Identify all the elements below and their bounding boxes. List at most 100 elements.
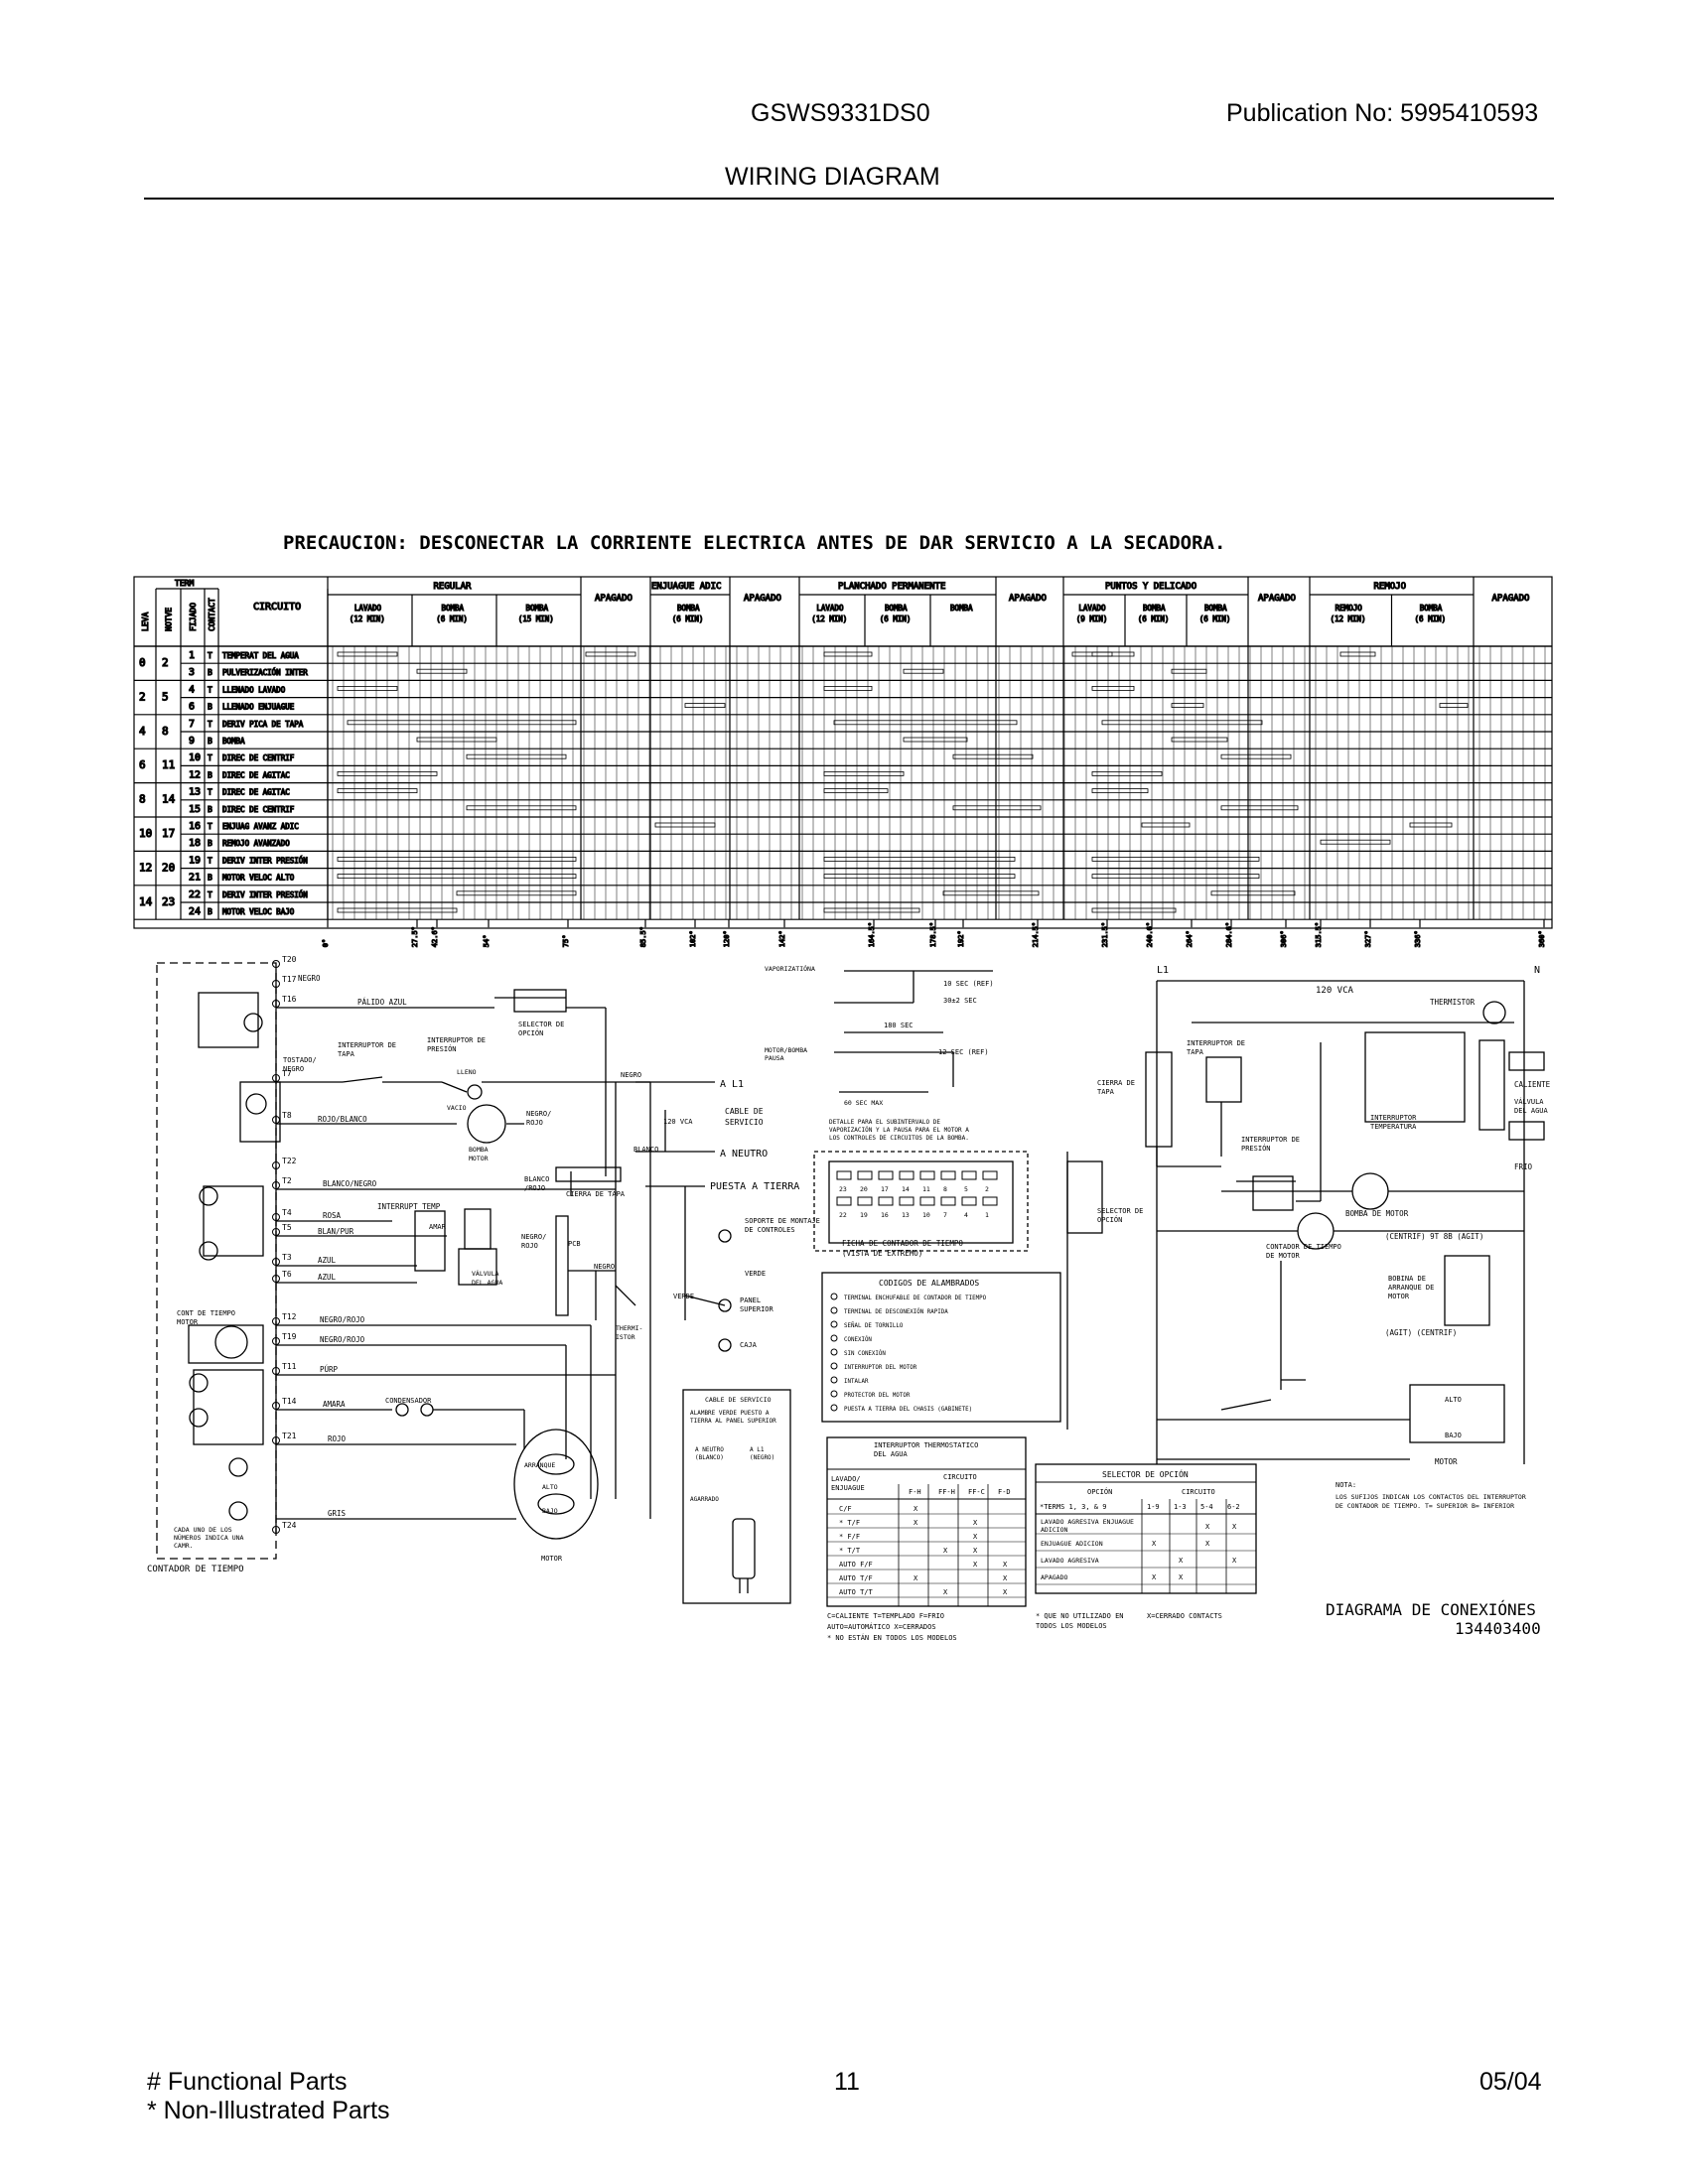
selector-col: 6-2 <box>1227 1503 1240 1511</box>
cycle-header: APAGADO <box>1009 594 1047 604</box>
cable-box-text: TIERRA AL PANEL SUPERIOR <box>690 1418 776 1425</box>
temp-switch-label: INTERRUPT TEMP <box>377 1202 441 1211</box>
wire-color: BLANCO/NEGRO <box>323 1179 377 1188</box>
timer-terminal: T5 <box>282 1223 292 1232</box>
row-contact: B <box>208 703 212 712</box>
selector-circuit-label: CIRCUITO <box>1182 1488 1215 1496</box>
wire-color: NEGRO/ROJO <box>320 1315 365 1324</box>
selector-col: 5-4 <box>1200 1503 1213 1511</box>
pressure-switch-label: PRESIÓN <box>1241 1144 1271 1153</box>
cycle-header: APAGADO <box>744 594 781 604</box>
selector-cell: X <box>1179 1557 1184 1565</box>
selector-cell: X <box>1179 1573 1184 1581</box>
degree-label: 360° <box>1538 930 1546 947</box>
lid-lock-label: CIERRA DE TAPA <box>566 1190 626 1198</box>
l1-label: A L1 <box>720 1079 744 1090</box>
degree-label: 164.5° <box>868 922 876 947</box>
row-contact: B <box>208 668 212 677</box>
diagram-number: 134403400 <box>1455 1619 1541 1638</box>
selector-row-label: LAVADO AGRESIVA ENJUAGUE <box>1041 1518 1134 1526</box>
sub-header: BOMBA <box>950 604 973 613</box>
wiring-code: PROTECTOR DEL MOTOR <box>844 1393 911 1399</box>
wire-color: ROSA <box>323 1211 342 1220</box>
spin-agitate-label: (CENTRIF) 9T 8B (AGIT) <box>1385 1232 1483 1241</box>
row-terminal: 24 <box>189 906 201 917</box>
timer-note: CADA UNO DE LOS <box>174 1526 232 1534</box>
thermo-cell: X <box>1003 1588 1008 1596</box>
degree-label: 178.5° <box>929 922 937 947</box>
wire-color: BLANCO <box>633 1146 658 1154</box>
timer-terminal: T2 <box>282 1176 292 1185</box>
sub-header: LAVADO <box>816 604 844 613</box>
connector-pin: 13 <box>902 1211 910 1219</box>
row-leva: 8 <box>139 793 146 806</box>
option-selector-label: SELECTOR DE <box>1097 1207 1143 1215</box>
wire-color: BLANCO <box>524 1175 549 1183</box>
row-contact: B <box>208 839 212 848</box>
col-header-circuito: CIRCUITO <box>253 602 301 613</box>
timer-terminal: T21 <box>282 1432 297 1440</box>
selector-table-title: SELECTOR DE OPCIÓN <box>1102 1468 1189 1479</box>
row-leva: 2 <box>139 690 146 703</box>
connector-pin: 11 <box>922 1185 930 1193</box>
row-circuit: DIREC DE AGITAC <box>222 770 290 779</box>
cable-box-l1: A L1 <box>750 1446 765 1453</box>
cold-label: FRIO <box>1514 1162 1533 1171</box>
sub-header: BOMBA <box>885 604 908 613</box>
row-circuit: DIREC DE CENTRIF <box>222 805 295 814</box>
timer-terminal: T4 <box>282 1208 292 1217</box>
n-label: N <box>1534 965 1540 976</box>
row-contact: T <box>208 720 212 729</box>
row-leva: 12 <box>139 861 152 874</box>
row-notve: 20 <box>162 861 175 874</box>
thermistor-label: THERMISTOR <box>1430 998 1476 1007</box>
timer-terminal: T12 <box>282 1312 297 1321</box>
motor-label: MOTOR <box>541 1555 563 1563</box>
term-header: TERM <box>175 579 194 588</box>
sub-header: BOMBA <box>442 604 465 613</box>
start-winding-label: ARRANQUE <box>524 1461 555 1469</box>
row-circuit: REMOJO AVANZADO <box>222 839 290 848</box>
sub-header: (6 MIN) <box>880 614 912 623</box>
thermo-col0: ENJUAGUE <box>831 1484 865 1492</box>
row-terminal: 10 <box>189 752 201 763</box>
top-panel-label: PANEL <box>740 1297 761 1304</box>
thermo-col: FF-C <box>968 1488 985 1496</box>
connector-pin: 22 <box>839 1211 847 1219</box>
degree-label: 240.6° <box>1146 922 1154 947</box>
timing-note: DETALLE PARA EL SUBINTERVALO DE <box>829 1119 940 1126</box>
wiring-code: PUESTA A TIERRA DEL CHASIS (GABINETE) <box>844 1407 972 1413</box>
motor-label: MOTOR <box>1435 1457 1458 1466</box>
wiring-code: INTERRUPTOR DEL MOTOR <box>844 1365 917 1371</box>
selector-row-label: ADICION <box>1041 1526 1067 1534</box>
thermo-row-label: C/F <box>839 1505 852 1513</box>
sub-header: (15 MIN) <box>518 614 554 623</box>
row-notve: 23 <box>162 895 175 908</box>
cycle-header: REMOJO <box>1374 582 1407 592</box>
motor-pump-label: PAUSA <box>765 1054 784 1062</box>
wire-color: GRIS <box>328 1509 347 1518</box>
sub-header: (6 MIN) <box>1415 614 1447 623</box>
vaporization-label: VAPORIZATIÓNA <box>765 964 815 973</box>
wire-color: AMARA <box>323 1400 346 1409</box>
connector-pin: 16 <box>881 1211 889 1219</box>
connector-pin: 1 <box>985 1211 989 1219</box>
wire-color: BLAN/PUR <box>318 1227 354 1236</box>
row-contact: B <box>208 737 212 746</box>
wire-color: ROJO/BLANCO <box>318 1115 367 1124</box>
wiring-codes-title: CODIGOS DE ALAMBRADOS <box>879 1279 979 1288</box>
wire-color: NEGRO <box>298 974 321 983</box>
thermo-col: FF-H <box>938 1488 955 1496</box>
sub-header: (12 MIN) <box>350 614 385 623</box>
wiring-code: CONEXIÓN <box>844 1336 872 1343</box>
thermo-row-label: * F/F <box>839 1533 860 1541</box>
timing-label: 60 SEC MAX <box>844 1099 883 1107</box>
agitate-spin-label: (AGIT) (CENTRIF) <box>1385 1328 1457 1337</box>
timing-note: VAPORIZACIÓN Y LA PAUSA PARA EL MOTOR A <box>829 1127 969 1134</box>
low-label: BAJO <box>1445 1432 1462 1439</box>
row-leva: 14 <box>139 895 153 908</box>
timer-terminal: T14 <box>282 1397 297 1406</box>
model-number: GSWS9331DS0 <box>751 99 930 127</box>
pressure-switch-label: INTERRUPTOR DE <box>427 1036 486 1044</box>
